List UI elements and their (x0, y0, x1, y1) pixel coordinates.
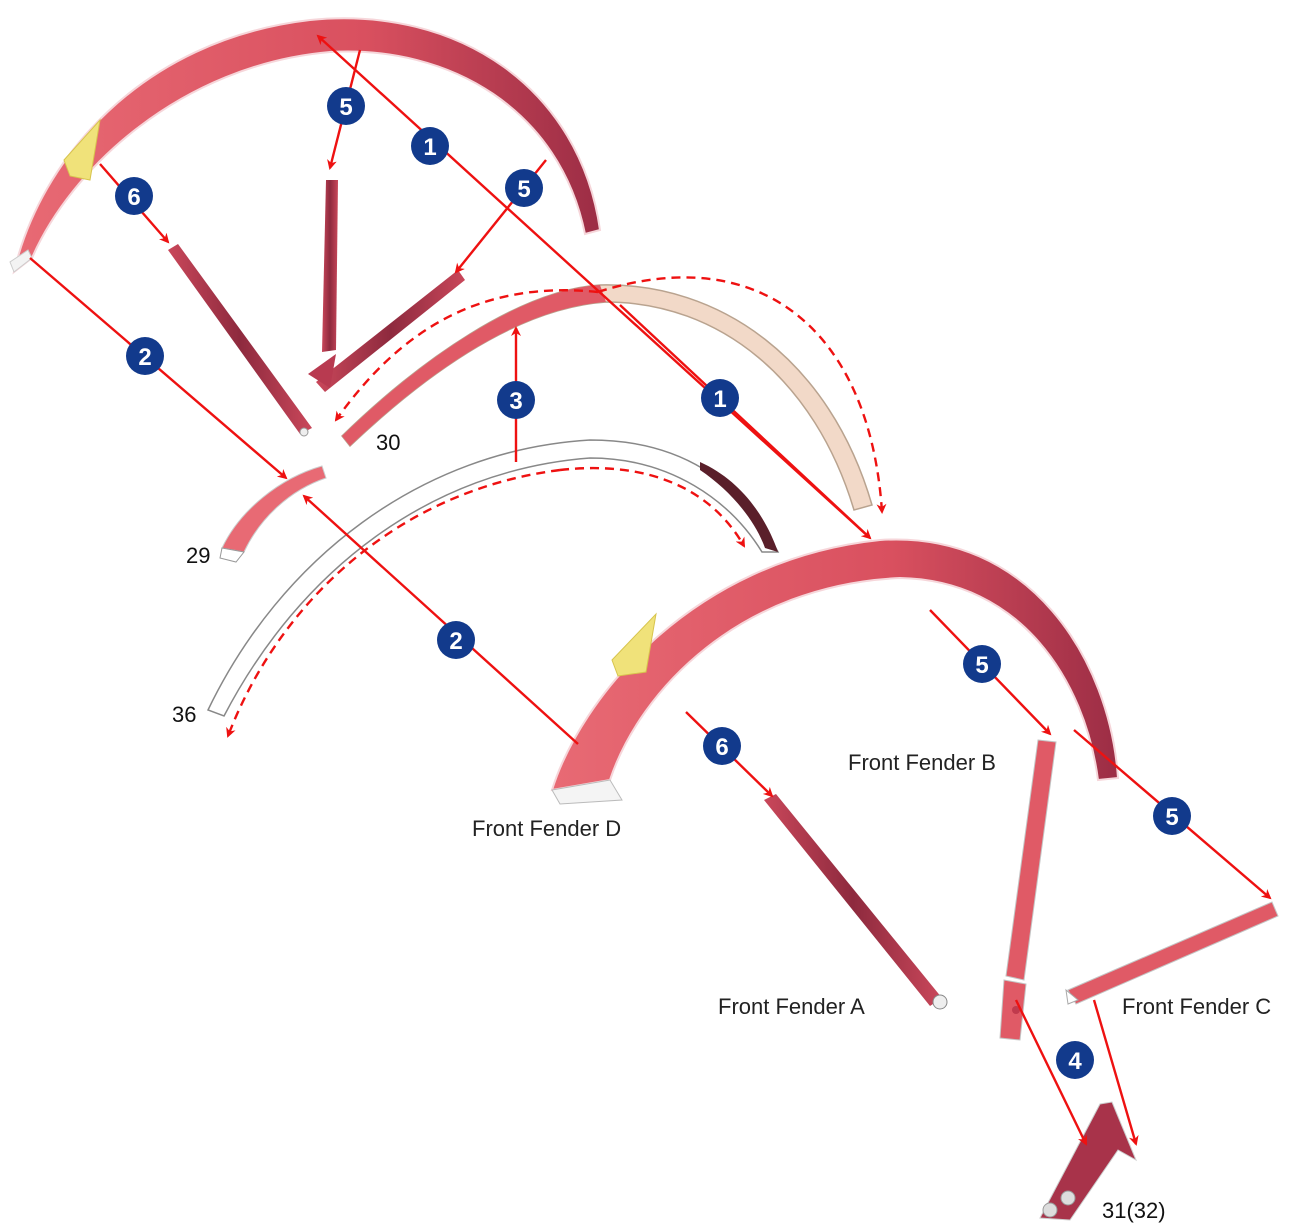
svg-text:5: 5 (975, 652, 988, 679)
svg-text:4: 4 (1068, 1048, 1082, 1075)
svg-text:3: 3 (509, 388, 522, 415)
step-badge-4: 4 (1056, 1041, 1094, 1079)
part-36 (206, 439, 780, 717)
arrow-step-4-b (1092, 999, 1139, 1146)
arrow-step-1-up (316, 34, 871, 539)
step-badge-5d: 5 (1153, 797, 1191, 835)
svg-text:2: 2 (449, 628, 462, 655)
step-badge-2b: 2 (437, 621, 475, 659)
part-30 (340, 284, 873, 511)
front-fender-d-label: Front Fender D (472, 816, 621, 841)
part-31-32-label: 31(32) (1102, 1198, 1166, 1223)
part-30-label: 30 (376, 430, 400, 455)
front-fender-c (1065, 901, 1279, 1005)
dashed-arrow-36-right (559, 466, 746, 548)
part-36-label: 36 (172, 702, 196, 727)
assembled-fender (9, 17, 602, 275)
step-badge-6a: 6 (115, 177, 153, 215)
assembled-strut-left (168, 244, 312, 437)
svg-text:1: 1 (713, 386, 726, 413)
arrow-step-4-a (1014, 999, 1088, 1146)
step-badge-5b: 5 (505, 169, 543, 207)
step-badges: 1 1 2 2 3 4 5 5 (115, 87, 1191, 1079)
dashed-arrow-30-right (597, 276, 887, 514)
svg-text:5: 5 (1165, 804, 1178, 831)
svg-text:5: 5 (339, 94, 352, 121)
svg-text:6: 6 (715, 734, 728, 761)
front-fender-d (550, 538, 1120, 805)
svg-text:5: 5 (517, 176, 530, 203)
front-fender-b (999, 739, 1057, 1041)
dashed-arrow-30-left (334, 289, 599, 422)
step-badge-1b: 1 (701, 379, 739, 417)
front-fender-b-label: Front Fender B (848, 750, 996, 775)
assembly-arrows (29, 34, 1272, 1146)
part-29-label: 29 (186, 543, 210, 568)
step-badge-2a: 2 (126, 337, 164, 375)
arrow-step-2-up (302, 494, 579, 745)
assembled-strut-v (308, 180, 465, 392)
front-fender-c-label: Front Fender C (1122, 994, 1271, 1019)
front-fender-a (764, 794, 948, 1010)
svg-text:1: 1 (423, 134, 436, 161)
front-fender-a-label: Front Fender A (718, 994, 865, 1019)
step-badge-1a: 1 (411, 127, 449, 165)
svg-text:2: 2 (138, 344, 151, 371)
step-badge-3: 3 (497, 381, 535, 419)
arrow-step-1-down (619, 304, 872, 540)
part-29 (219, 465, 327, 563)
step-badge-5a: 5 (327, 87, 365, 125)
step-badge-5c: 5 (963, 645, 1001, 683)
dashed-arrow-36-left (226, 468, 561, 738)
step-badge-6b: 6 (703, 727, 741, 765)
svg-text:6: 6 (127, 184, 140, 211)
part-31-32 (1039, 1101, 1138, 1221)
